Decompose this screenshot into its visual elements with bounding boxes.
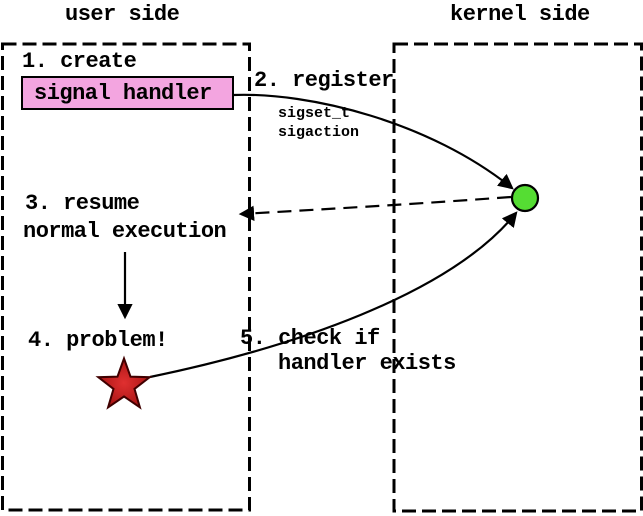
user-panel-title: user side bbox=[65, 2, 180, 27]
step3-normal-execution-label: normal execution bbox=[23, 219, 227, 244]
kernel-panel bbox=[392, 42, 643, 513]
step4-problem-label: 4. problem! bbox=[28, 328, 168, 353]
red-star-icon bbox=[95, 355, 153, 410]
green-circle-icon bbox=[510, 183, 540, 213]
step3-resume-label: 3. resume bbox=[25, 191, 140, 216]
step5-check-if-label: 5. check if bbox=[240, 326, 380, 351]
sigset-param-label: sigset_t bbox=[278, 105, 351, 122]
step5-handler-exists-label: handler exists bbox=[278, 351, 456, 376]
kernel-panel-title: kernel side bbox=[450, 2, 590, 27]
user-panel bbox=[1, 42, 251, 512]
step2-register-label: 2. register bbox=[254, 68, 394, 93]
check-handler-arrow bbox=[149, 211, 518, 379]
signal-handler-box: signal handler bbox=[21, 76, 234, 110]
sigaction-param-label: sigaction bbox=[278, 124, 360, 141]
resume-arrow bbox=[238, 195, 512, 221]
step1-create-label: 1. create bbox=[22, 49, 137, 74]
register-arrow bbox=[232, 93, 514, 190]
